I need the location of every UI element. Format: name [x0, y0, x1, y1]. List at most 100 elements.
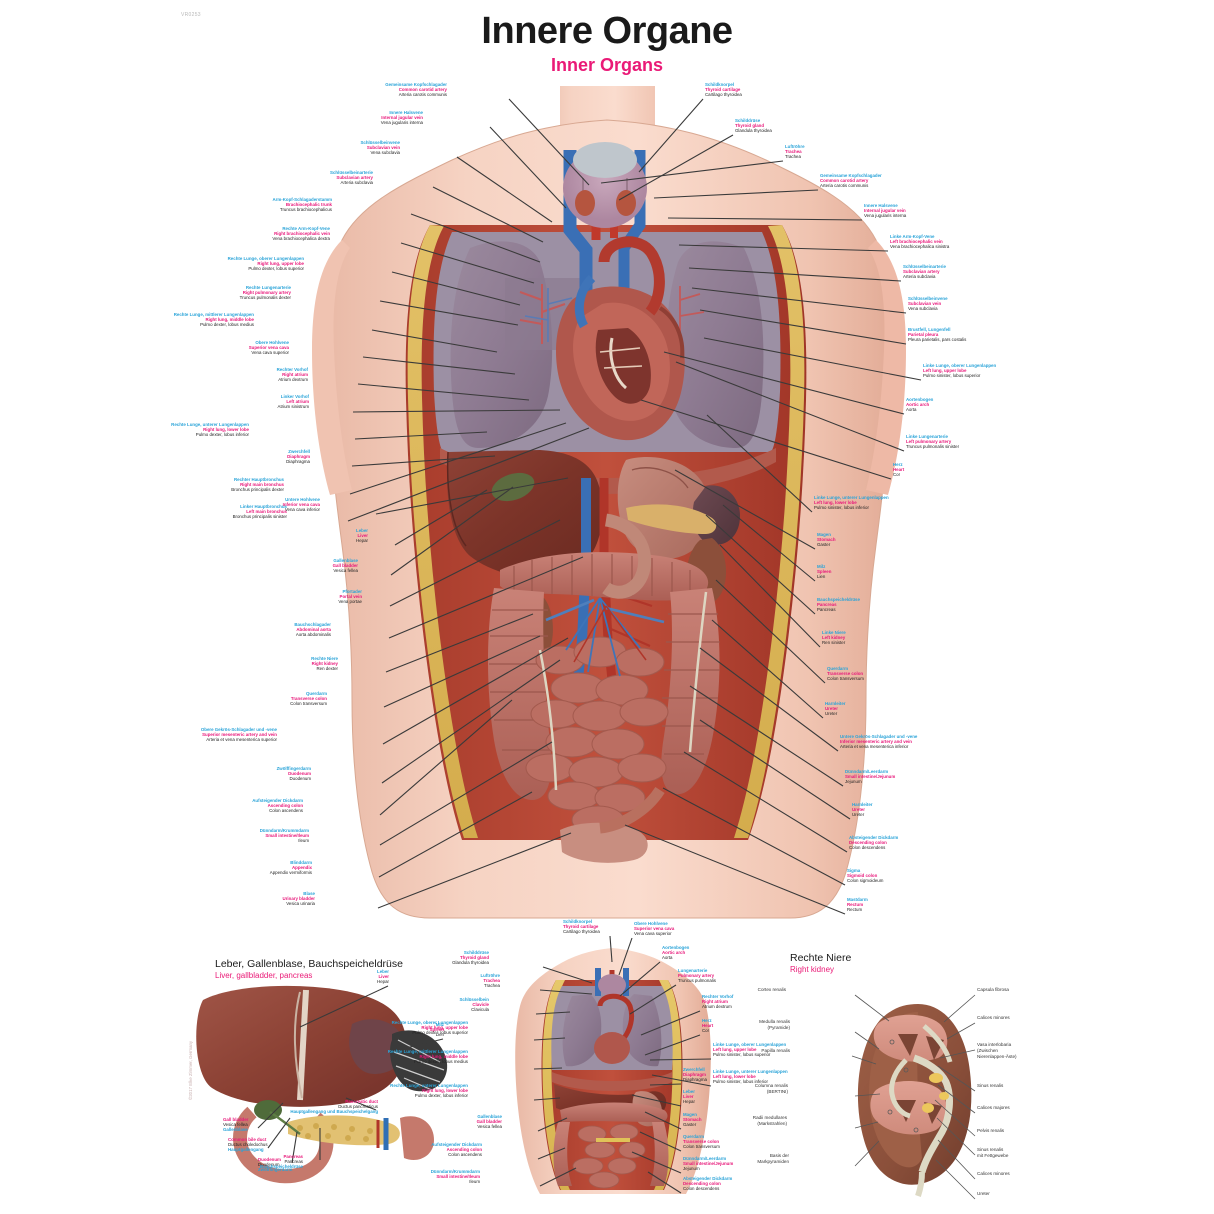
organ-label-line-1: Luftröhre	[785, 144, 805, 149]
organ-label-line-1: Aortenbogen	[662, 945, 690, 950]
organ-label-line-3: Glandula thyroidea	[452, 960, 489, 966]
organ-label-line-3: Ileum	[469, 1179, 480, 1185]
organ-label-line-2: Transverse colon	[290, 696, 327, 702]
organ-label-line-1: Linke Arm-Kopf-Vene	[890, 234, 935, 239]
organ-label-line-1: Absteigender Dickdarm	[849, 835, 899, 840]
organ-label-line-2: Small intestine/Ileum	[436, 1174, 480, 1180]
organ-label-line-1: Linke Lunge, oberer Lungenlappen	[713, 1042, 787, 1047]
organ-label-line-2: Right kidney	[311, 661, 338, 667]
organ-label-line-2: Right lung, middle lobe	[419, 1054, 468, 1060]
organ-label-line-3: Atrium dextrum	[702, 1004, 732, 1010]
organ-label-line-3: Arteria carotis communis	[398, 92, 447, 98]
organ-label-line-2: Duodenum	[288, 771, 311, 777]
organ-label-line-3: Pulmo dexter, lobus inferior	[414, 1093, 468, 1099]
kidney-label-line-2: (Pyramide)	[767, 1024, 790, 1030]
poster-title-en: Inner Organs	[550, 55, 664, 75]
organ-label-line-3: Pleura parietalis, pars costalis	[908, 337, 967, 343]
panel-title-liver-de: Leber, Gallenblase, Bauchspeicheldrüse	[215, 958, 403, 970]
organ-label-line-3: Cor	[893, 472, 901, 478]
organ-label-line-3: Vesica fellea	[333, 568, 358, 574]
organ-label-line-3: Colon descendens	[683, 1186, 720, 1192]
panel-title-kidney-de: Rechte Niere	[790, 952, 852, 964]
organ-label-line-1: Pancreas	[283, 1154, 303, 1159]
organ-label-line-3: Lien	[817, 574, 826, 580]
organ-label-line-1: Gallenblase	[333, 558, 358, 563]
kidney-label-line-1: Sinus renalis	[977, 1147, 1004, 1152]
organ-label-line-1: Leber	[683, 1089, 695, 1094]
organ-label-line-1: Magen	[683, 1112, 697, 1117]
organ-label-line-2: Descending colon	[683, 1181, 721, 1187]
organ-label-line-3: Pulmo sinister, lobus inferior	[814, 505, 869, 511]
organ-label-line-2: Thyroid cartilage	[705, 87, 741, 93]
organ-label-line-1: Herz	[702, 1018, 712, 1023]
organ-label-line-3: Hauptgallengang und Bauchspeichelgang	[290, 1109, 378, 1115]
organ-label-line-1: Schilddrüse	[735, 118, 761, 123]
kidney-label-line-1: Papilla renalis	[761, 1048, 790, 1053]
organ-label-line-3: Colon transversum	[290, 701, 327, 707]
organ-label-line-2: Ductus pancreaticus	[338, 1104, 378, 1110]
organ-label-line-1: Harnleiter	[852, 802, 873, 807]
organ-label-line-1: Dünndarm/Leerdarm	[845, 769, 889, 774]
kidney-label-line-1: Radii medullares	[752, 1115, 787, 1120]
organ-label-line-1: Arm-Kopf-Schlagaderstamm	[272, 197, 332, 202]
kidney-label-line-2: (Zwischen	[977, 1047, 998, 1053]
organ-label-line-3: Colon sigmoideum	[847, 878, 884, 884]
organ-label-line-2: Transverse colon	[683, 1139, 720, 1145]
organ-label-line-3: Pulmo sinister, lobus superior	[923, 373, 981, 379]
organ-label-line-1: Blinddarm	[290, 860, 312, 865]
organ-label-line-2: Stomach	[817, 537, 836, 543]
organ-label-line-3: Glandula thyroidea	[735, 128, 772, 134]
organ-label-line-2: Left pulmonary artery	[906, 439, 952, 445]
organ-label-line-2: Duodenum	[258, 1162, 280, 1168]
panel-title-liver: Leber, Gallenblase, Bauchspeicheldrüse L…	[215, 958, 403, 981]
organ-label-line-3: Vena cava superior	[634, 931, 672, 937]
organ-label-line-2: Thyroid cartilage	[563, 924, 599, 930]
organ-label-line-3: Pancreas	[817, 607, 836, 613]
kidney-label: Sinus renalis	[977, 1083, 1003, 1089]
organ-label-line-1: Dünndarm/Krummdarm	[259, 828, 309, 833]
organ-label-line-2: Right lung, lower lobe	[203, 427, 249, 433]
kidney-label: Cortex renalis	[758, 987, 786, 993]
organ-label-line-3: Vena subclavia	[370, 150, 400, 156]
organ-label-line-1: Leber	[356, 528, 368, 533]
kidney-label: Calices minores	[977, 1171, 1010, 1177]
kidney-label-line-1: Sinus renalis	[977, 1083, 1004, 1088]
organ-label-line-2: Pancreas	[284, 1159, 303, 1165]
organ-label-line-1: Duodenum	[258, 1157, 281, 1162]
kidney-label-line-1: Basis der	[769, 1153, 789, 1158]
organ-label-line-2: Liver	[378, 974, 390, 980]
organ-label-line-2: Pulmonary artery	[678, 973, 715, 979]
organ-label-line-1: Obere Hohlvene	[255, 340, 289, 345]
kidney-label-line-1: Pelvis renalis	[977, 1128, 1005, 1133]
organ-label-line-1: Linker Vorhof	[280, 394, 309, 399]
organ-label-line-3: Vena brachiocephalica sinistra	[890, 244, 950, 250]
organ-label-line-2: Liver	[683, 1094, 694, 1100]
organ-label-line-2: Left brachiocephalic vein	[890, 239, 943, 245]
